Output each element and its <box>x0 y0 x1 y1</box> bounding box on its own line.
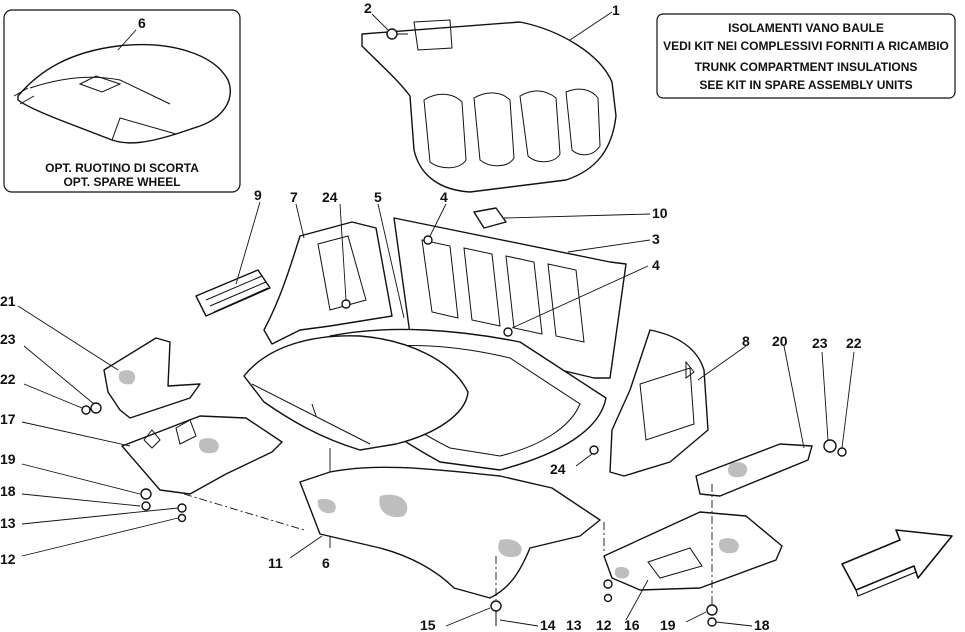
callout-label: 23 <box>812 335 828 351</box>
callout-label: 6 <box>138 15 146 31</box>
left-support-plate-part-17 <box>121 415 283 495</box>
callout-label: 21 <box>0 293 16 309</box>
callout-label: 13 <box>0 515 16 531</box>
callout-label: 2 <box>364 0 372 16</box>
callout-label: 9 <box>254 187 262 203</box>
left-side-trim-panel <box>263 221 393 345</box>
nut-part-18-right <box>707 617 717 627</box>
nut-part-22-right <box>837 447 847 457</box>
washer-part-19-right <box>706 604 718 616</box>
washer-part-23-left <box>90 402 102 414</box>
washer-part-13-right <box>603 579 613 589</box>
nut-part-12-right <box>603 593 613 603</box>
assembly-note-line3: TRUNK COMPARTMENT INSULATIONS <box>695 60 918 74</box>
nut-part-12-left <box>177 513 187 523</box>
spare-wheel-note-line2: OPT. SPARE WHEEL <box>63 175 180 189</box>
callout-label: 17 <box>0 411 16 427</box>
push-clip-part-24-right <box>589 445 599 455</box>
nut-part-18-left <box>141 501 151 511</box>
right-support-plate-part-16 <box>603 511 783 591</box>
spare-wheel-cover-panel <box>13 43 231 144</box>
vehicle-direction-arrow-icon <box>841 529 953 591</box>
callout-label: 1 <box>612 2 620 18</box>
clip-fastener-part-2 <box>386 28 408 40</box>
callout-label: 6 <box>322 555 330 571</box>
callout-label: 23 <box>0 331 16 347</box>
callout-label: 16 <box>624 617 640 632</box>
lower-floor-insulation <box>299 466 601 599</box>
washer-part-23-right <box>823 439 837 453</box>
callout-label: 4 <box>440 189 448 205</box>
callout-label: 15 <box>420 617 436 632</box>
callout-label: 4 <box>652 257 660 273</box>
push-clip-part-24 <box>341 299 351 309</box>
assembly-note-line1: ISOLAMENTI VANO BAULE <box>728 21 884 35</box>
callout-label: 5 <box>374 189 382 205</box>
callout-label: 22 <box>0 371 16 387</box>
bump-pad-part-10 <box>473 207 507 229</box>
callout-label: 19 <box>0 451 16 467</box>
spare-wheel-note-line1: OPT. RUOTINO DI SCORTA <box>45 161 199 175</box>
washer-part-13-left <box>177 503 187 513</box>
clip-part-4-upper <box>423 235 433 245</box>
callout-label: 24 <box>550 461 566 477</box>
callout-label: 19 <box>660 617 676 632</box>
left-bracket-part-21 <box>103 337 201 419</box>
callout-label: 7 <box>290 189 298 205</box>
callout-label: 8 <box>742 333 750 349</box>
nut-part-22-left <box>81 405 91 415</box>
bolt-part-14 <box>490 600 502 626</box>
clip-part-4-lower <box>503 327 513 337</box>
callout-label: 13 <box>566 617 582 632</box>
right-side-trim-panel <box>609 329 709 477</box>
callout-label: 14 <box>540 617 556 632</box>
callout-label: 12 <box>0 551 16 567</box>
assembly-note-box <box>656 13 956 99</box>
callout-label: 22 <box>846 335 862 351</box>
washer-part-19-left <box>140 488 152 500</box>
trunk-lid-lining <box>361 19 617 193</box>
assembly-note-line4: SEE KIT IN SPARE ASSEMBLY UNITS <box>699 78 912 92</box>
callout-label: 18 <box>0 483 16 499</box>
right-bracket-part-20 <box>695 443 813 497</box>
vent-grille-part-9 <box>195 269 271 317</box>
callout-label: 18 <box>754 617 770 632</box>
callout-label: 10 <box>652 205 668 221</box>
callout-label: 11 <box>268 555 283 571</box>
assembly-note-line2: VEDI KIT NEI COMPLESSIVI FORNITI A RICAM… <box>663 39 949 53</box>
callout-label: 20 <box>772 333 788 349</box>
spare-wheel-floor-cover <box>243 335 469 451</box>
callout-label: 3 <box>652 231 660 247</box>
callout-label: 12 <box>596 617 612 632</box>
callout-label: 24 <box>322 189 338 205</box>
